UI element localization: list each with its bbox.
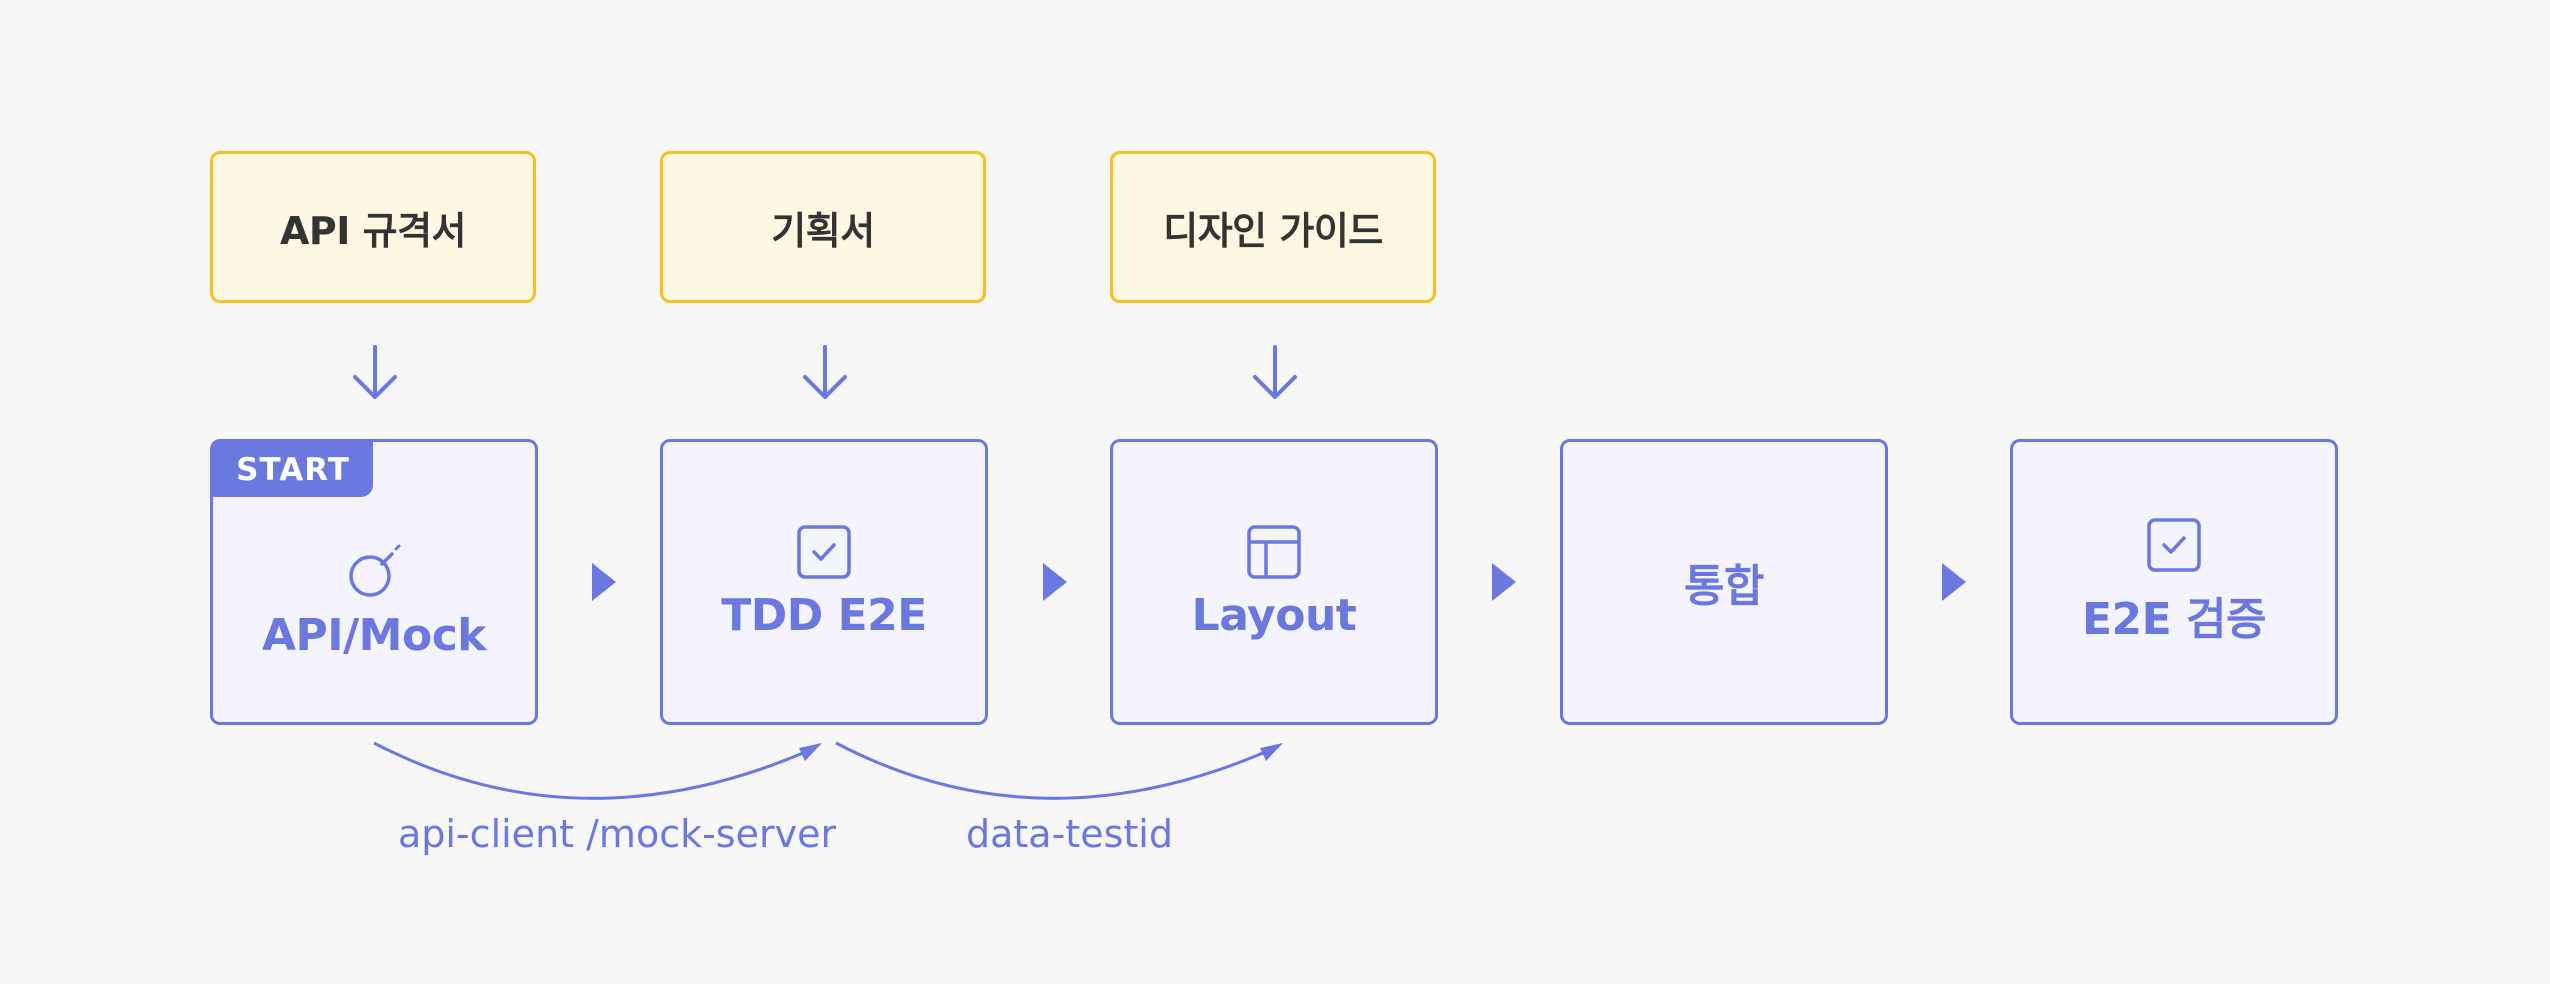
search-icon	[349, 544, 401, 597]
step-label: Layout	[1191, 589, 1357, 641]
connector-curve	[373, 741, 811, 800]
connector-label: api-client /mock-server	[398, 812, 837, 856]
connector-label: data-testid	[966, 812, 1173, 856]
start-badge: START	[213, 442, 373, 497]
step-label: E2E 검증	[2081, 594, 2267, 645]
connector-curve	[835, 741, 1271, 800]
step-api-mock: START API/Mock	[210, 439, 538, 725]
input-planning-doc: 기획서	[660, 151, 986, 303]
flow-arrow-icon	[592, 563, 616, 601]
flow-arrow-icon	[1043, 563, 1067, 601]
layout-icon	[1247, 524, 1301, 579]
step-label: API/Mock	[261, 609, 487, 661]
down-arrow-icon	[1253, 345, 1297, 399]
input-label: API 규격서	[279, 208, 467, 253]
input-label: 기획서	[771, 208, 875, 253]
step-integration: 통합	[1560, 439, 1888, 725]
input-label: 디자인 가이드	[1163, 208, 1383, 253]
step-label: TDD E2E	[721, 589, 927, 641]
step-layout: Layout	[1110, 439, 1438, 725]
flow-arrow-icon	[1492, 563, 1516, 601]
connector-arrowhead-icon	[1260, 743, 1283, 761]
checkbox-icon	[2147, 518, 2201, 572]
flow-arrow-icon	[1942, 563, 1966, 601]
checkbox-icon	[797, 524, 851, 579]
down-arrow-icon	[353, 345, 397, 399]
input-api-spec: API 규격서	[210, 151, 536, 303]
down-arrow-icon	[803, 345, 847, 399]
input-design-guide: 디자인 가이드	[1110, 151, 1436, 303]
step-tdd-e2e: TDD E2E	[660, 439, 988, 725]
step-label: 통합	[1684, 561, 1764, 612]
connector-arrowhead-icon	[799, 743, 822, 761]
step-e2e-verify: E2E 검증	[2010, 439, 2338, 725]
